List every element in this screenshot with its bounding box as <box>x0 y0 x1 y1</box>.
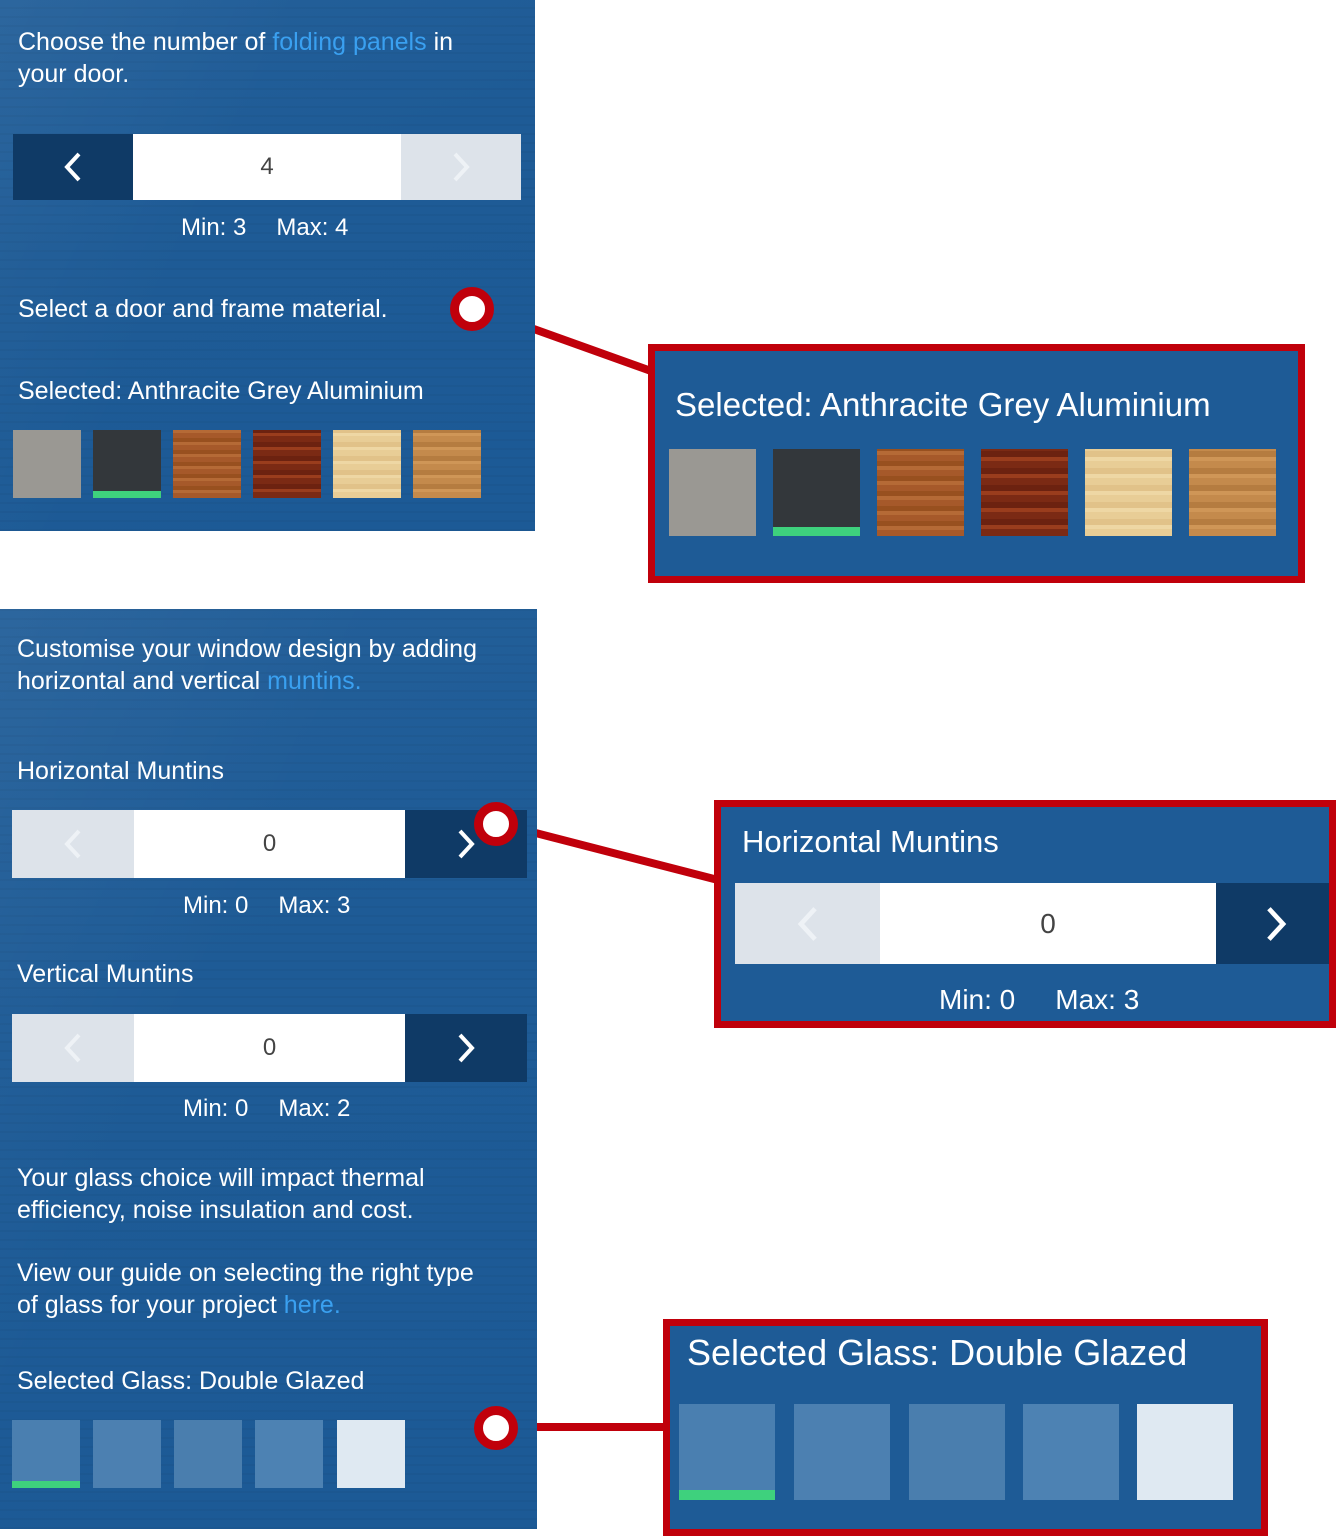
chevron-left-icon <box>64 1033 81 1063</box>
muntins-intro-line2: horizontal and vertical muntins. <box>17 667 362 695</box>
material-callout: Selected: Anthracite Grey Aluminium <box>648 344 1305 583</box>
folding-panels-value[interactable]: 4 <box>133 134 401 200</box>
callout-selected-material-label: Selected: Anthracite Grey Aluminium <box>675 386 1211 423</box>
callout-glass-swatch-5 <box>1137 1404 1233 1500</box>
callout-glass-swatch-4 <box>1023 1404 1119 1500</box>
material-swatch-light-oak[interactable] <box>333 430 401 498</box>
horizontal-decrement-button-disabled <box>12 810 134 878</box>
increment-button-disabled <box>401 134 521 200</box>
material-swatch-grey-aluminium[interactable] <box>13 430 81 498</box>
folding-panels-intro: Choose the number of folding panels in <box>18 28 454 56</box>
callout-glass-swatch-3 <box>909 1404 1005 1500</box>
callout-swatch-anthracite-grey <box>773 449 860 536</box>
chevron-left-icon <box>64 152 81 182</box>
glass-swatch-5[interactable] <box>337 1420 405 1488</box>
callout-increment-button <box>1216 883 1329 964</box>
muntins-intro-line1: Customise your window design by adding <box>17 635 477 663</box>
vertical-muntins-stepper: 0 <box>12 1014 527 1082</box>
folding-panels-intro-line2: your door. <box>18 60 130 88</box>
max-label: Max: 2 <box>278 1095 351 1122</box>
vertical-increment-button[interactable] <box>405 1014 527 1082</box>
callout-dot-material <box>450 287 494 331</box>
horizontal-muntins-value[interactable]: 0 <box>134 810 405 878</box>
chevron-right-icon <box>1267 906 1287 941</box>
callout-horizontal-muntins-value: 0 <box>880 883 1216 964</box>
callout-dot-muntins <box>474 802 518 846</box>
glass-swatch-4[interactable] <box>255 1420 323 1488</box>
glass-guide-link[interactable]: here. <box>283 1291 341 1319</box>
chevron-right-icon <box>458 829 475 859</box>
glass-callout: Selected Glass: Double Glazed <box>663 1319 1268 1536</box>
horizontal-muntins-stepper: 0 <box>12 810 527 878</box>
max-label: Max: 4 <box>276 214 349 241</box>
material-swatch-anthracite-grey[interactable] <box>93 430 161 498</box>
callout-selected-indicator <box>679 1490 775 1500</box>
vertical-decrement-button-disabled <box>12 1014 134 1082</box>
callout-selected-indicator <box>773 527 860 536</box>
glass-info-line2: efficiency, noise insulation and cost. <box>17 1196 414 1224</box>
glass-swatch-double-glazed[interactable] <box>12 1420 80 1488</box>
folding-panels-stepper: 4 <box>13 134 521 200</box>
glass-guide-line1: View our guide on selecting the right ty… <box>17 1259 474 1287</box>
chevron-right-icon <box>453 152 470 182</box>
glass-guide-line2: of glass for your project here. <box>17 1291 341 1319</box>
min-label: Min: 0 <box>939 984 1016 1015</box>
decrement-button[interactable] <box>13 134 133 200</box>
chevron-right-icon <box>458 1033 475 1063</box>
selected-indicator <box>93 491 161 498</box>
selected-glass-label: Selected Glass: Double Glazed <box>17 1367 365 1395</box>
glass-swatch-3[interactable] <box>174 1420 242 1488</box>
horizontal-muntins-label: Horizontal Muntins <box>17 757 225 785</box>
max-label: Max: 3 <box>1055 984 1140 1015</box>
glass-swatch-2[interactable] <box>93 1420 161 1488</box>
material-swatch-rosewood[interactable] <box>253 430 321 498</box>
selected-indicator <box>12 1481 80 1488</box>
vertical-muntins-label: Vertical Muntins <box>17 960 194 988</box>
callout-glass-swatch-double-glazed <box>679 1404 775 1500</box>
material-swatch-golden-oak[interactable] <box>173 430 241 498</box>
callout-glass-swatch-2 <box>794 1404 890 1500</box>
callout-dot-glass <box>474 1406 518 1450</box>
callout-horizontal-muntins-label: Horizontal Muntins <box>742 824 999 859</box>
chevron-left-icon <box>64 829 81 859</box>
window-design-panel: Customise your window design by adding h… <box>0 609 537 1529</box>
folding-panels-range: Min: 3 Max: 4 <box>181 214 378 242</box>
selected-material-label: Selected: Anthracite Grey Aluminium <box>18 377 424 405</box>
min-label: Min: 3 <box>181 214 247 241</box>
chevron-left-icon <box>797 906 817 941</box>
vertical-muntins-value[interactable]: 0 <box>134 1014 405 1082</box>
material-prompt: Select a door and frame material. <box>18 295 388 323</box>
callout-swatch-grey-aluminium <box>669 449 756 536</box>
callout-selected-glass-label: Selected Glass: Double Glazed <box>687 1332 1188 1373</box>
folding-panels-link[interactable]: folding panels <box>272 28 427 56</box>
callout-swatch-golden-oak <box>877 449 964 536</box>
callout-decrement-button-disabled <box>735 883 880 964</box>
muntins-callout: Horizontal Muntins 0 Min: 0 Max: 3 <box>714 800 1336 1028</box>
callout-swatch-light-oak <box>1085 449 1172 536</box>
max-label: Max: 3 <box>278 892 351 919</box>
callout-swatch-rosewood <box>981 449 1068 536</box>
material-swatch-irish-oak[interactable] <box>413 430 481 498</box>
folding-panels-panel: Choose the number of folding panels in y… <box>0 0 535 531</box>
callout-horizontal-muntins-stepper: 0 <box>735 883 1329 964</box>
min-label: Min: 0 <box>183 892 249 919</box>
muntins-link[interactable]: muntins. <box>267 667 362 695</box>
min-label: Min: 0 <box>183 1095 249 1122</box>
horizontal-muntins-range: Min: 0 Max: 3 <box>183 892 380 920</box>
callout-swatch-irish-oak <box>1189 449 1276 536</box>
glass-info-line1: Your glass choice will impact thermal <box>17 1164 425 1192</box>
callout-horizontal-muntins-range: Min: 0 Max: 3 <box>939 984 1169 1016</box>
vertical-muntins-range: Min: 0 Max: 2 <box>183 1095 380 1123</box>
